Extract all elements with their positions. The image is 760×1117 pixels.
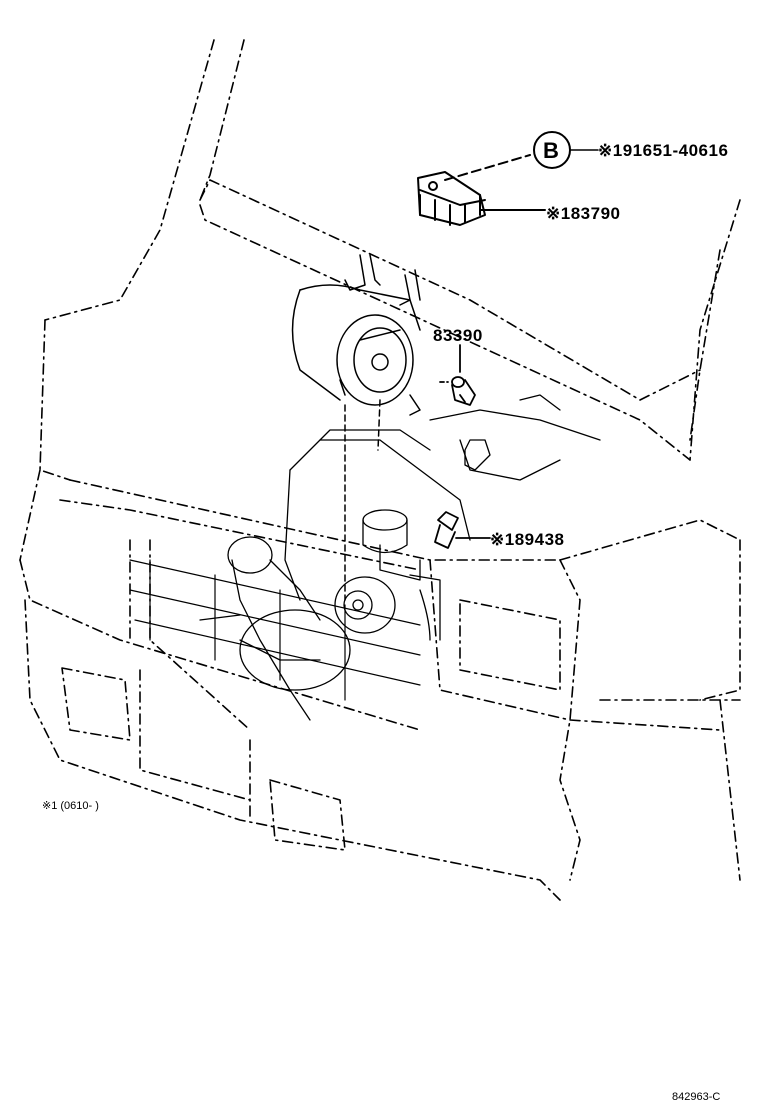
sensor-part-drawing	[434, 511, 491, 549]
part-label-switch[interactable]: 83390	[433, 326, 483, 345]
part-label-bolt[interactable]: ※191651-40616	[598, 141, 728, 160]
relay-part-drawing	[417, 154, 546, 226]
footnote: ※1 (0610- )	[42, 800, 99, 812]
reference-circle-b	[533, 131, 599, 169]
compressor-unit	[291, 254, 421, 601]
lamp-openings	[61, 599, 561, 851]
front-grille	[129, 559, 421, 701]
reference-letter: B	[543, 138, 559, 163]
drawing-code: 842963-C	[672, 1091, 720, 1103]
engine-assembly	[199, 394, 601, 721]
part-label-relay[interactable]: ※183790	[546, 204, 620, 223]
part-label-sensor[interactable]: ※189438	[490, 530, 564, 549]
switch-part-drawing	[439, 344, 476, 406]
vehicle-body-outline	[19, 39, 741, 901]
